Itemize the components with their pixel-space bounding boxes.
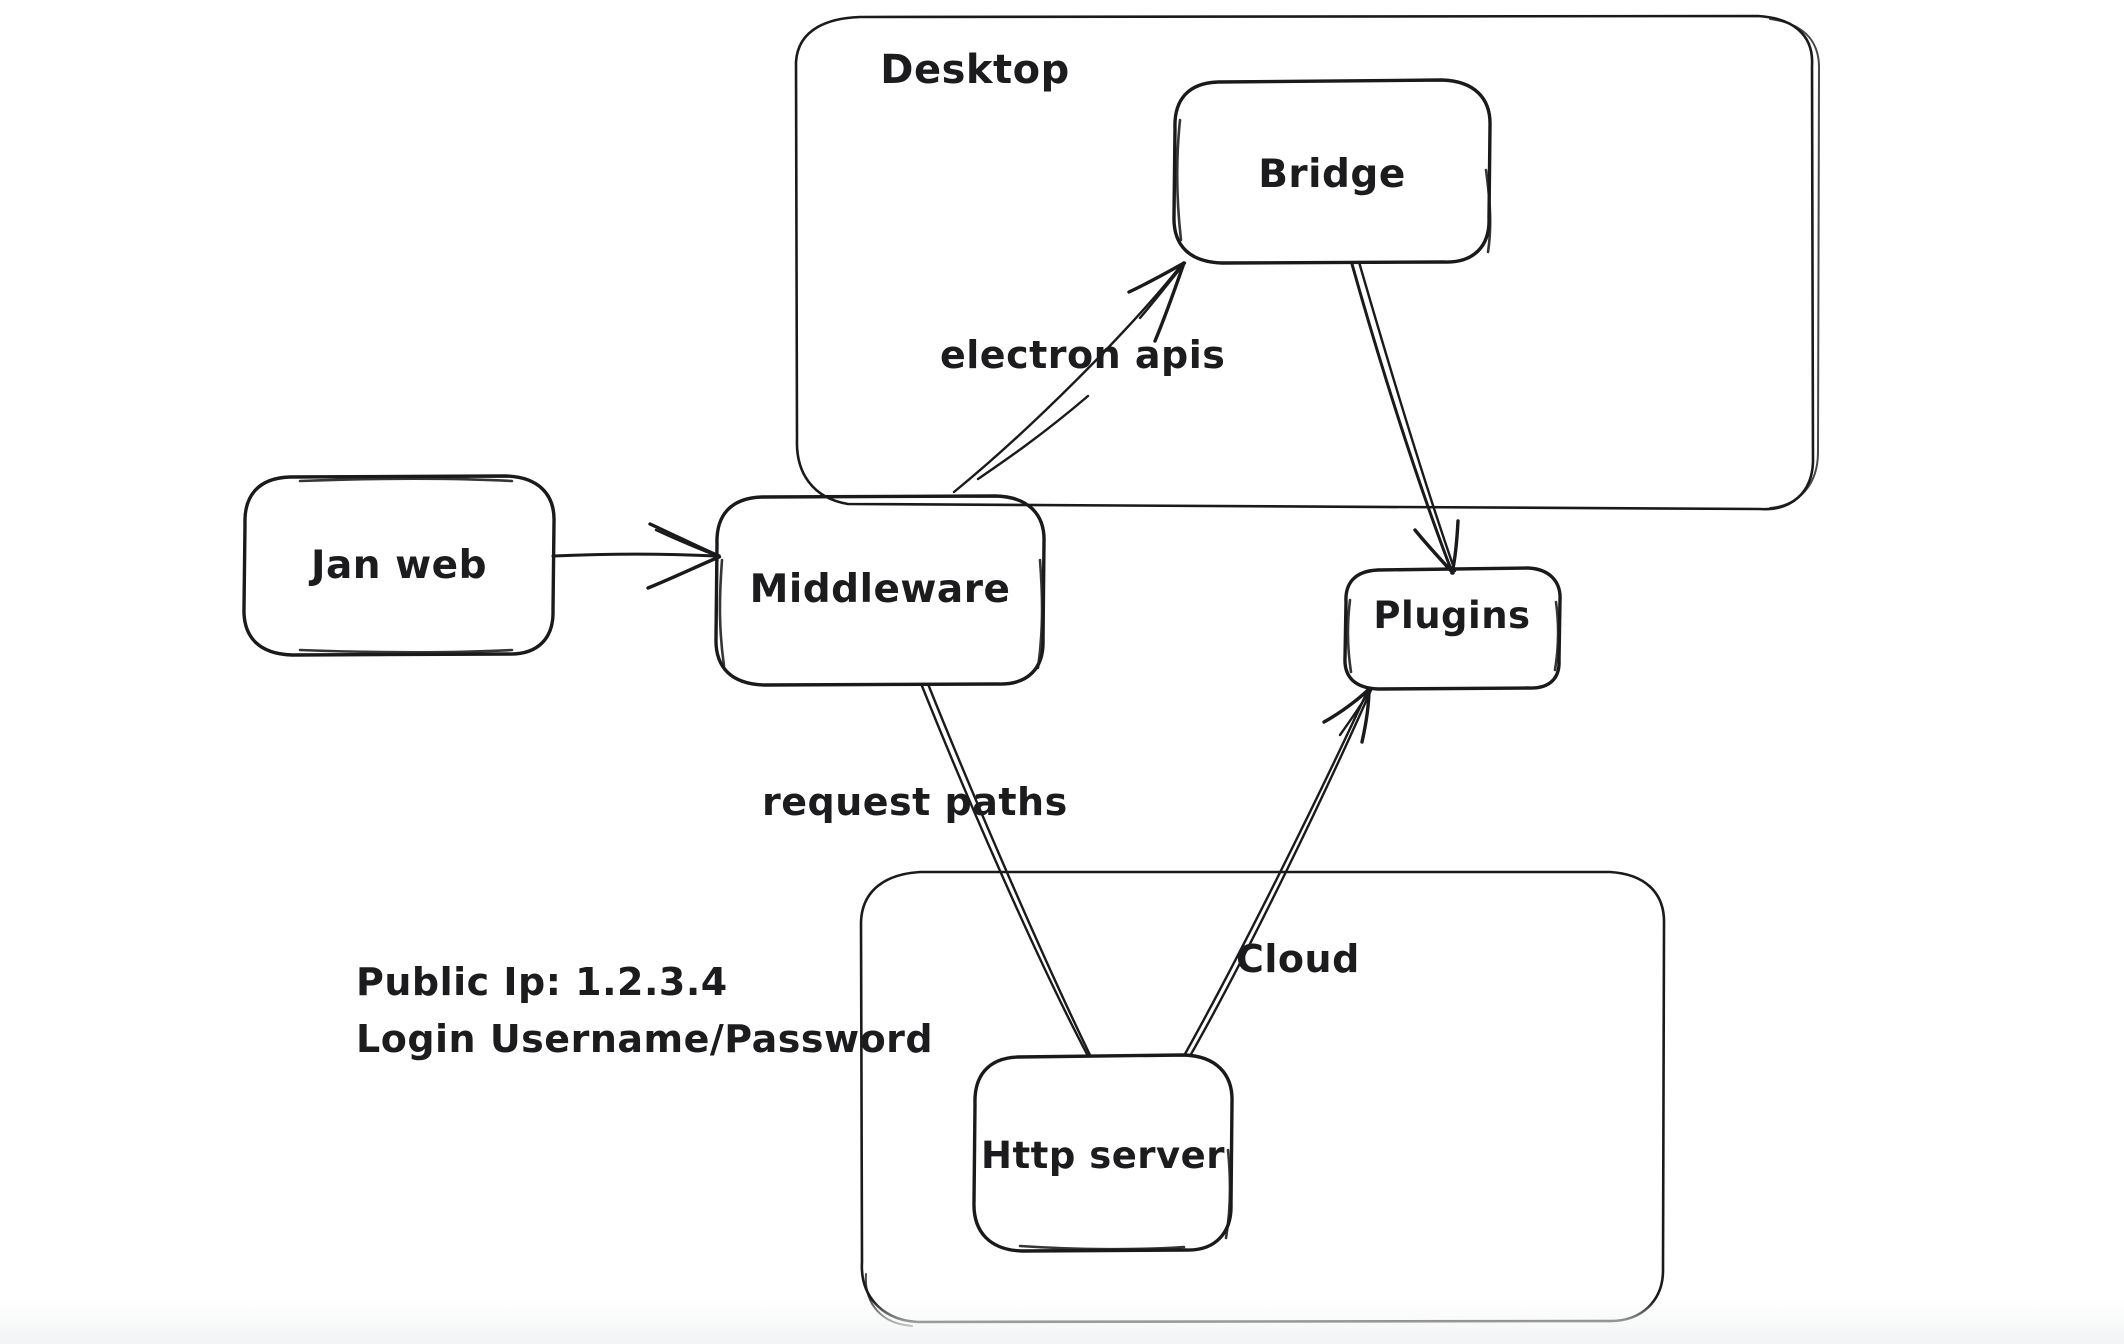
container-desktop-label: Desktop [880, 47, 1069, 93]
annotation-login: Login Username/Password [356, 1017, 933, 1061]
container-desktop[interactable]: Desktop [794, 14, 1821, 511]
node-plugins-label: Plugins [1373, 594, 1530, 637]
edge-http-to-plugins [1183, 687, 1373, 1058]
node-http-server-label: Http server [981, 1134, 1225, 1177]
node-bridge-label: Bridge [1258, 152, 1406, 197]
annotation-public-ip: Public Ip: 1.2.3.4 [356, 960, 728, 1004]
edge-middleware-to-bridge [952, 261, 1187, 494]
node-http-server[interactable]: Http server [972, 1053, 1234, 1253]
edge-label-electron-apis: electron apis [940, 333, 1225, 377]
node-middleware-label: Middleware [750, 567, 1011, 612]
node-bridge[interactable]: Bridge [1172, 78, 1492, 265]
edge-web-to-middleware [551, 522, 722, 590]
node-middleware[interactable]: Middleware [714, 494, 1046, 687]
node-jan-web-label: Jan web [308, 543, 487, 588]
node-plugins[interactable]: Plugins [1343, 566, 1562, 691]
annotation-note-block: Public Ip: 1.2.3.4 Login Username/Passwo… [356, 960, 933, 1061]
edge-label-cloud: Cloud [1236, 937, 1360, 981]
edge-label-request-paths: request paths [762, 780, 1068, 824]
edge-middleware-to-http [920, 682, 1092, 1058]
edge-bridge-to-plugins [1350, 260, 1460, 575]
node-jan-web[interactable]: Jan web [242, 474, 556, 657]
